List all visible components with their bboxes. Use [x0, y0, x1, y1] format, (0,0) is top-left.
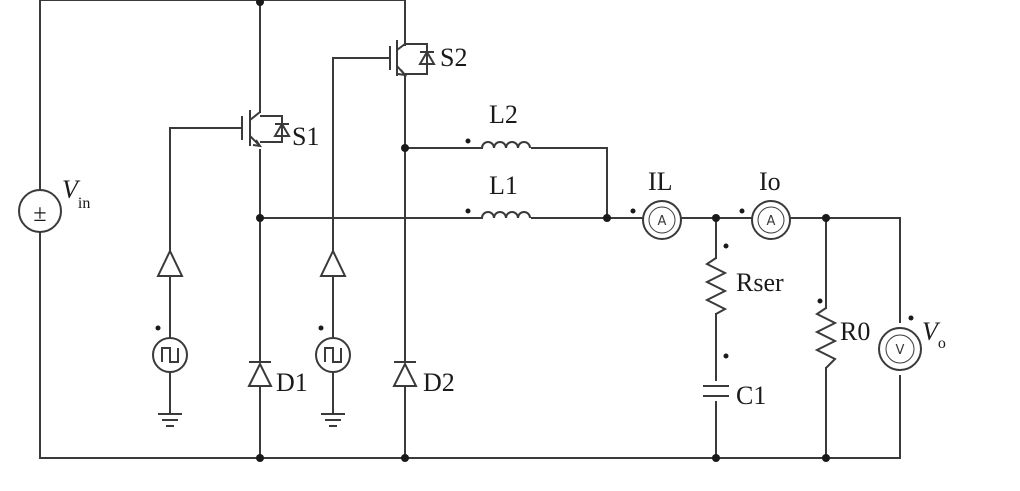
l1-label: L1 [489, 171, 518, 200]
s2-switch [389, 40, 436, 77]
io-label: Io [759, 167, 781, 196]
s2-label: S2 [440, 43, 467, 72]
il-ammeter-glyph: A [658, 214, 667, 229]
s1-switch [241, 110, 291, 148]
d2-diode [392, 361, 418, 387]
vin-source-sign: ± [33, 201, 46, 227]
c1-label: C1 [736, 381, 766, 410]
c1-capacitor [703, 353, 729, 397]
s1-gate-buffer [156, 248, 184, 277]
vin-source: ± [18, 189, 62, 233]
s2-gate-buffer [319, 248, 347, 277]
s2-pulse-source [315, 325, 351, 373]
vo-voltmeter: V [878, 315, 922, 371]
io-ammeter-glyph: A [767, 214, 776, 229]
io-ammeter: A [739, 200, 791, 240]
rser-resistor [704, 243, 729, 315]
r0-label: R0 [840, 317, 870, 346]
d1-label: D1 [276, 368, 308, 397]
d2-label: D2 [423, 368, 455, 397]
d1-diode [247, 361, 273, 387]
vo-label: Vo [922, 317, 946, 352]
s1-ground-icon [158, 413, 182, 427]
vo-voltmeter-glyph: V [896, 343, 905, 358]
r0-resistor [814, 298, 838, 369]
l2-inductor [465, 138, 531, 149]
s2-ground-icon [321, 413, 345, 427]
l2-label: L2 [489, 100, 518, 129]
il-ammeter: A [630, 200, 682, 240]
l1-inductor [465, 208, 531, 219]
junction-dots [256, 0, 830, 462]
vin-label: Vin [62, 175, 90, 212]
rser-label: Rser [736, 268, 784, 297]
s1-pulse-source [152, 325, 188, 373]
s1-label: S1 [292, 122, 319, 151]
il-label: IL [648, 167, 673, 196]
